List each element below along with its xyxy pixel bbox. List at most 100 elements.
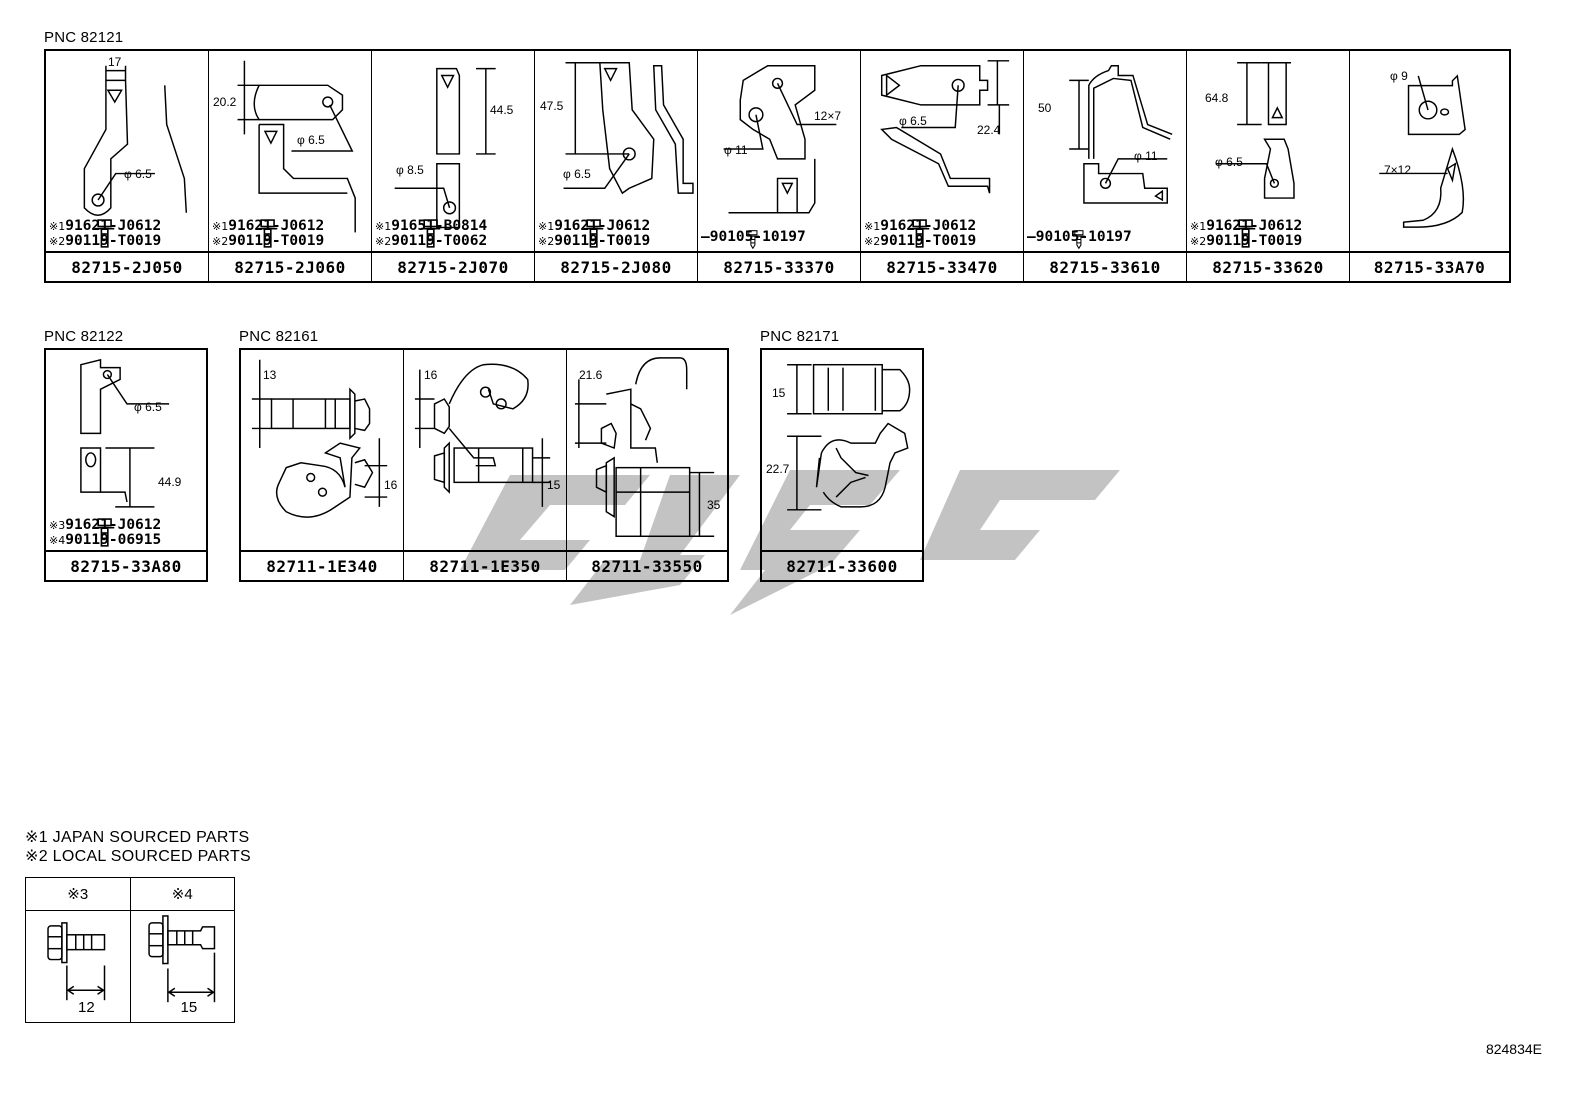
parts-grid-82122: φ 6.5 44.9 ※391621-J0612 ※490119-06915 8… [44,348,208,582]
bolt-mark: ※1 [375,220,392,233]
part-cell[interactable]: φ 6.5 22.4 ※191621-J0612 ※290119-T0019 8… [861,51,1024,281]
bracket-drawing-icon [237,60,356,233]
part-cell[interactable]: 64.8 φ 6.5 ※191621-J0612 ※290119-T0019 8… [1187,51,1350,281]
bracket-drawing-icon [1379,74,1466,228]
part-cell[interactable]: 47.5 φ 6.5 ※191621-J0612 ※290119-T0019 8… [535,51,698,281]
bolt-part-number: 90105-10197 [1035,229,1132,245]
part-cell[interactable]: 50 φ 11 —90105-10197 82715-33610 [1024,51,1187,281]
note-local-sourced: ※2 LOCAL SOURCED PARTS [25,848,251,865]
bolt-mark: ※1 [212,220,229,233]
bolt-part-number: 91621-J0612 [65,218,162,234]
ref-length: 15 [180,999,198,1016]
bolt-spec: ※391621-J0612 ※490119-06915 [48,518,161,548]
pnc-label-82161: PNC 82161 [239,328,319,345]
dim-height: 50 [1038,101,1052,115]
clamp-drawing-icon [574,357,715,538]
part-cell[interactable]: 17 φ 6.5 ※191621-J0612 ※290119-T0019 827… [46,51,209,281]
dim-width: 17 [108,55,122,69]
bolt-mark: ※1 [864,220,881,233]
bolt-mark: ※2 [212,235,229,248]
bolt-spec: —90105-10197 [1026,230,1132,249]
note-japan-sourced: ※1 JAPAN SOURCED PARTS [25,829,250,846]
bolt-mark: ※2 [538,235,555,248]
bracket-drawing-icon [80,358,170,508]
clamp-drawing-icon [251,359,388,518]
ref-label: ※4 [130,878,234,911]
part-cell[interactable]: 21.6 35 82711-33550 [567,350,727,580]
part-number[interactable]: 82715-2J060 [209,251,371,281]
screw-icon [1072,230,1085,249]
part-number[interactable]: 82715-2J050 [46,251,208,281]
bracket-drawing-icon [563,62,694,195]
ref-drawing: 12 [26,911,130,1022]
bolt-icon [257,219,278,248]
part-drawing: φ 6.5 22.4 ※191621-J0612 ※290119-T0019 [861,51,1023,251]
clip-drawing-icon [787,363,911,511]
part-cell[interactable]: φ 9 7×12 82715-33A70 [1350,51,1509,281]
bolt-icon [420,219,441,248]
part-number[interactable]: 82711-33550 [567,550,727,580]
dim-width: 13 [263,368,277,382]
bolt-mark: ※1 [1190,220,1207,233]
part-number[interactable]: 82711-1E340 [241,550,403,580]
bolt-part-number: 90119-T0019 [880,233,977,249]
ref-length: 12 [78,999,95,1016]
dim-hole: φ 6.5 [134,400,162,414]
part-number[interactable]: 82715-33610 [1024,251,1186,281]
part-cell[interactable]: 20.2 φ 6.5 ※191621-J0612 ※290119-T0019 8… [209,51,372,281]
bolt-reference-3: ※3 12 [26,878,131,1022]
ref-label: ※3 [26,878,130,911]
part-cell[interactable]: 44.5 φ 8.5 ※191651-B0814 ※290119-T0062 8… [372,51,535,281]
dim-height: 16 [384,478,398,492]
part-cell[interactable]: 15 22.7 82711-33600 [762,350,922,580]
part-cell[interactable]: 12×7 φ 11 —90105-10197 82715-33370 [698,51,861,281]
bolt-part-number: 91621-J0612 [65,517,162,533]
part-drawing: 44.5 φ 8.5 ※191651-B0814 ※290119-T0062 [372,51,534,251]
dim-hole: φ 8.5 [396,163,424,177]
bolt-spec: ※191651-B0814 ※290119-T0062 [374,219,487,249]
part-drawing: 15 22.7 [762,350,922,550]
part-drawing: 13 16 [241,350,403,550]
bolt-part-number: 91621-J0612 [880,218,977,234]
bracket-drawing-icon [880,60,1010,194]
part-number[interactable]: 82715-33A80 [46,550,206,580]
part-number[interactable]: 82711-33600 [762,550,922,580]
ref-drawing: 15 [131,911,235,1022]
part-cell[interactable]: φ 6.5 44.9 ※391621-J0612 ※490119-06915 8… [46,350,206,580]
bolt-mark: ※3 [49,519,66,532]
parts-grid-82121: 17 φ 6.5 ※191621-J0612 ※290119-T0019 827… [44,49,1511,283]
bolt-part-number: 91621-J0612 [1206,218,1303,234]
part-drawing: 20.2 φ 6.5 ※191621-J0612 ※290119-T0019 [209,51,371,251]
bolt-part-number: 90119-06915 [65,532,162,548]
dim-width: 16 [424,368,438,382]
dim-height: 22.4 [977,123,1001,137]
bracket-drawing-icon [723,64,837,214]
bracket-drawing-icon [394,67,496,229]
part-number[interactable]: 82715-33470 [861,251,1023,281]
bolt-part-number: 91621-J0612 [228,218,325,234]
bolt-part-number: 90105-10197 [709,229,806,245]
bolt-spec: ※191621-J0612 ※290119-T0019 [863,219,976,249]
part-number[interactable]: 82715-33A70 [1350,251,1509,281]
dim-hole: φ 11 [724,143,748,157]
pnc-label-82122: PNC 82122 [44,328,124,345]
part-drawing: φ 6.5 44.9 ※391621-J0612 ※490119-06915 [46,350,206,550]
bolt-spec: ※191621-J0612 ※290119-T0019 [537,219,650,249]
part-cell[interactable]: 13 16 82711-1E340 [241,350,404,580]
part-number[interactable]: 82715-2J080 [535,251,697,281]
part-number[interactable]: 82715-33620 [1187,251,1349,281]
pnc-label-82121: PNC 82121 [44,29,124,46]
bolt-reference-4: ※4 15 [130,878,235,1022]
part-number[interactable]: 82711-1E350 [404,550,566,580]
part-number[interactable]: 82715-33370 [698,251,860,281]
part-drawing: 17 φ 6.5 ※191621-J0612 ※290119-T0019 [46,51,208,251]
part-number[interactable]: 82715-2J070 [372,251,534,281]
part-cell[interactable]: 16 15 82711-1E350 [404,350,567,580]
dim-height: 47.5 [540,99,564,113]
dim-height: 20.2 [213,95,237,109]
part-drawing: 12×7 φ 11 —90105-10197 [698,51,860,251]
parts-grid-82171: 15 22.7 82711-33600 [760,348,924,582]
bolt-mark: ※1 [538,220,555,233]
dim-hole: φ 6.5 [1215,155,1243,169]
dim-slot: 7×12 [1384,163,1412,177]
